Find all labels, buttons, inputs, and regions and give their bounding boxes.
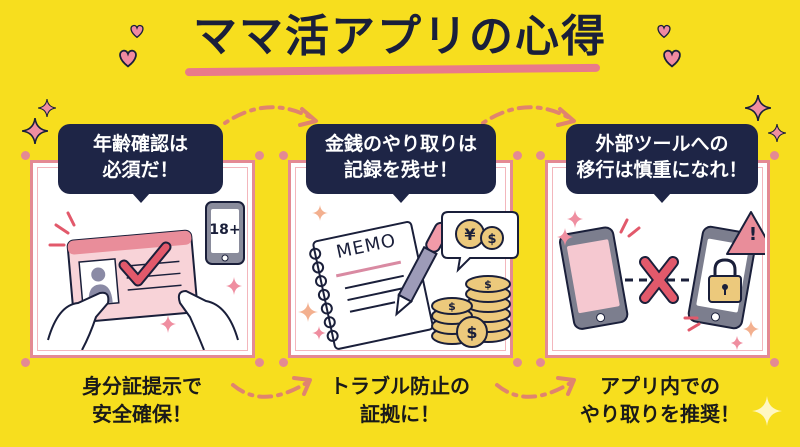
sparkle-icon (752, 396, 782, 426)
warning-triangle-icon (726, 211, 765, 255)
sparkle-icon (312, 205, 328, 221)
bubble-line-2: 必須だ！ (102, 159, 179, 181)
heart-icon (663, 49, 681, 68)
sparkle-icon (312, 326, 326, 340)
svg-text:$: $ (448, 300, 456, 313)
svg-text:$: $ (466, 323, 477, 342)
sparkle-icon (768, 124, 786, 142)
panel-2-speech-bubble: 金銭のやり取りは 記録を残せ！ (306, 124, 496, 203)
page-title: ママ活アプリの心得 (193, 11, 607, 62)
phones-blocked-illustration (557, 210, 765, 350)
svg-text:$: $ (487, 232, 496, 247)
sparkle-icon (38, 99, 56, 117)
caption-line-2: 安全確保！ (92, 402, 192, 426)
caption-line-1: 身分証提示で (82, 374, 202, 398)
coins-speech-bubble-icon: ¥ $ (441, 211, 519, 273)
sparkle-icon (22, 118, 48, 144)
caption-line-1: トラブル防止の (330, 374, 470, 398)
warning-exclamation: ! (748, 224, 758, 245)
arrow-caption1-to-caption2 (231, 376, 312, 399)
caption-line-2: 証拠に！ (360, 402, 440, 426)
bubble-line-1: 外部ツールへの (595, 133, 729, 155)
panel-1-speech-bubble: 年齢確認は 必須だ！ (58, 124, 223, 203)
panel-1-caption: 身分証提示で 安全確保！ (22, 372, 262, 428)
bubble-line-2: 記録を残せ！ (343, 159, 458, 181)
sparkle-icon (745, 95, 771, 121)
bubble-line-1: 年齢確認は (92, 133, 188, 155)
sparkle-icon (298, 302, 318, 322)
coin-stacks-icon: $ $ $ (431, 275, 511, 348)
svg-text:$: $ (484, 278, 492, 291)
pen-icon (395, 221, 450, 317)
heart-icon (119, 49, 137, 68)
heart-icon (130, 24, 144, 39)
right-hand (177, 289, 239, 350)
id-card-check-illustration (47, 211, 242, 350)
heart-icon (657, 24, 671, 39)
left-phone-icon (559, 226, 629, 330)
left-hand (47, 291, 110, 350)
bubble-line-1: 金銭のやり取りは (324, 133, 477, 155)
memo-notebook-illustration (309, 220, 450, 350)
arrow-caption2-to-caption3 (495, 376, 576, 399)
panel-2-caption: トラブル防止の 証拠に！ (280, 372, 520, 428)
svg-text:¥: ¥ (464, 225, 475, 244)
blocked-x-icon (639, 256, 679, 304)
caption-line-2: やり取りを推奨！ (580, 402, 740, 426)
age-badge-text: 18+ (209, 222, 241, 238)
panel-3-caption: アプリ内での やり取りを推奨！ (540, 372, 780, 428)
phone-18-plus-icon (205, 201, 245, 265)
arrow-panel2-to-panel3 (481, 105, 576, 127)
bubble-line-2: 移行は慎重になれ！ (576, 159, 748, 181)
lock-icon (708, 258, 742, 303)
panel-3-speech-bubble: 外部ツールへの 移行は慎重になれ！ (566, 124, 758, 203)
caption-line-1: アプリ内での (600, 374, 720, 398)
arrow-panel1-to-panel2 (223, 105, 318, 127)
title-area: ママ活アプリの心得 (0, 6, 800, 68)
